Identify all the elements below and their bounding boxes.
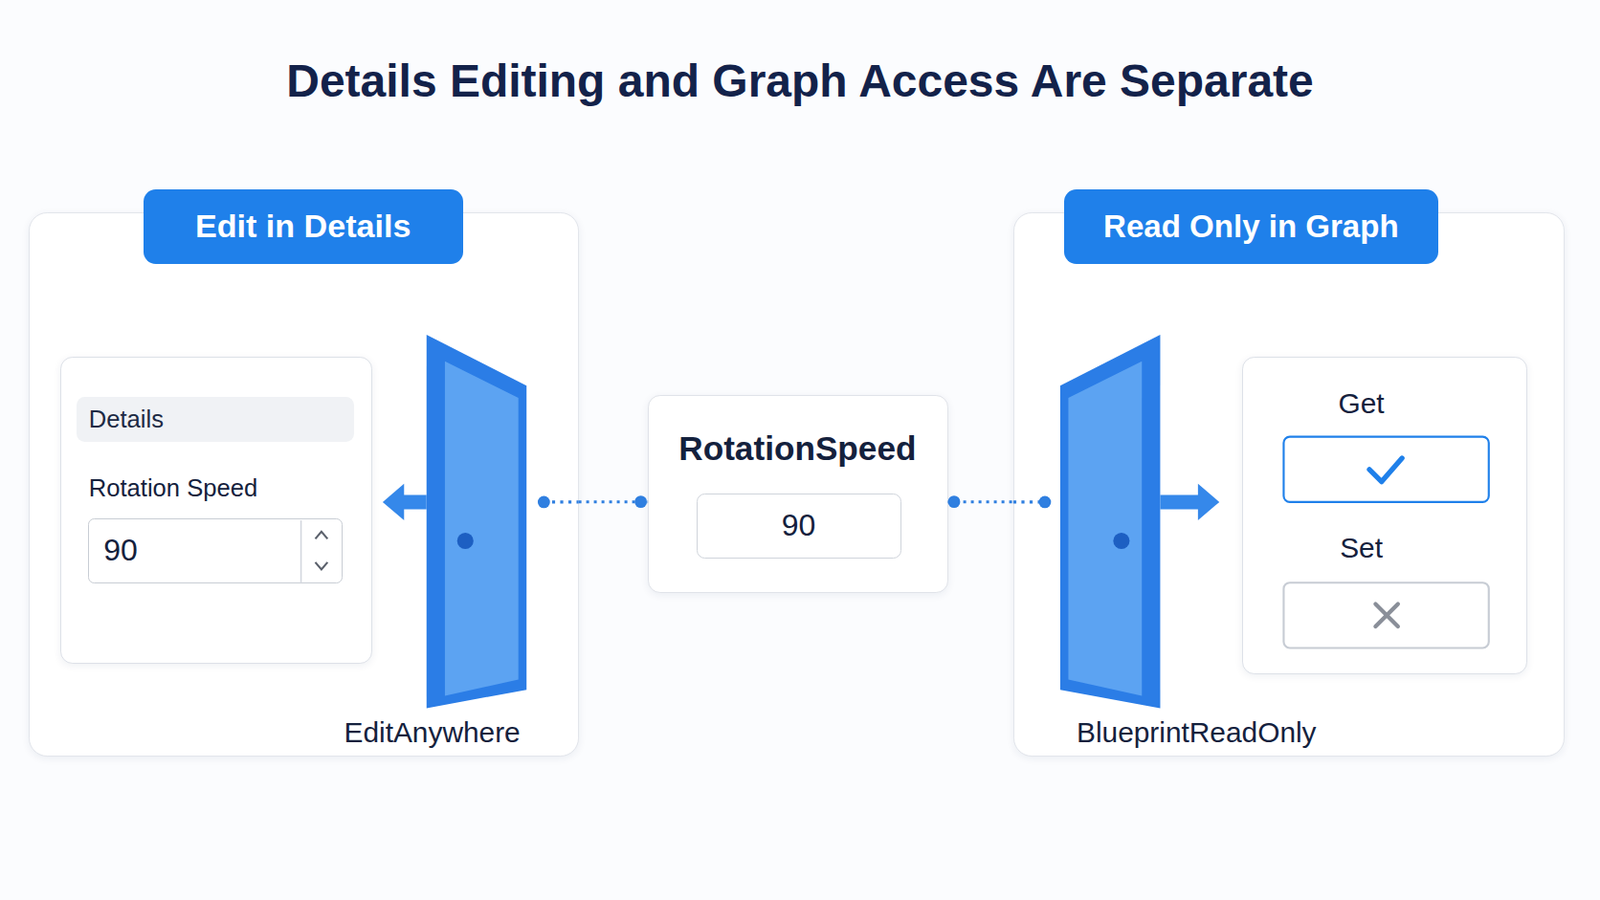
variable-card: 90 RotationSpeed: [647, 395, 949, 594]
specifier-label: EditAnywhere: [319, 713, 545, 754]
diagram-title: Details Editing and Graph Access Are Sep…: [0, 48, 1600, 112]
property-label: Rotation Speed: [88, 471, 355, 507]
dotted-connector: [948, 500, 1014, 504]
connector-dot: [948, 495, 961, 509]
number-input: 90: [88, 518, 344, 584]
property-value: 90: [87, 517, 300, 583]
panel-header: Read Only in Graph: [1064, 189, 1439, 265]
variable-value: 90: [695, 492, 901, 558]
panel-header: Edit in Details: [143, 189, 464, 265]
graph-card: GetSet: [1242, 356, 1528, 676]
value-box: 90: [696, 493, 902, 559]
details-card: 90 DetailsRotation Speed: [60, 356, 372, 665]
connector-dot: [634, 495, 647, 509]
dotted-connector: [578, 500, 649, 504]
access-label: Set: [1310, 528, 1413, 568]
access-label: Get: [1310, 384, 1413, 424]
access-panel: GetSetRead Only in GraphBlueprintReadOnl…: [1013, 212, 1565, 757]
specifier-label: BlueprintReadOnly: [1043, 713, 1350, 754]
panel-title: Details: [76, 397, 355, 443]
access-panel: 90DetailsRotation SpeedEdit in DetailsEd…: [28, 212, 579, 757]
variable-name: RotationSpeed: [657, 425, 937, 471]
